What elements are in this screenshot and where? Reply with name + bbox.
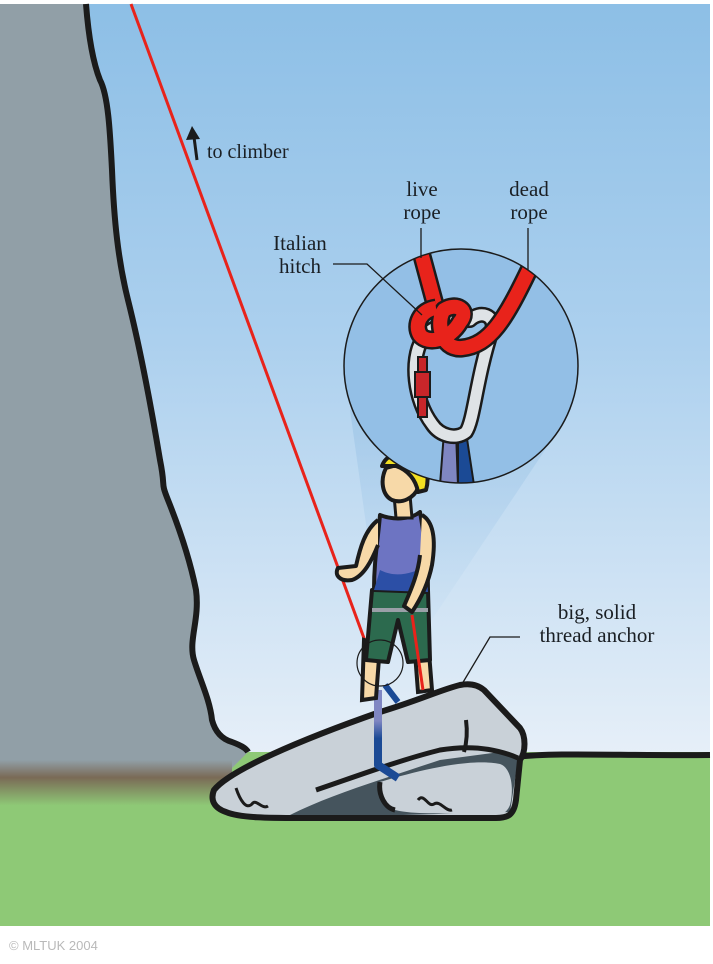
soil-band bbox=[0, 760, 232, 830]
italian-hitch-leader bbox=[333, 263, 423, 316]
copyright-notice: © MLTUK 2004 bbox=[9, 938, 98, 953]
magnifier-lens bbox=[343, 248, 579, 484]
italian-hitch-label-line1: Italian bbox=[273, 231, 327, 255]
anchor-sling bbox=[374, 690, 401, 782]
live-rope-label: live rope bbox=[396, 178, 448, 224]
anchor-sling-dark bbox=[382, 683, 401, 704]
to-climber-label: to climber bbox=[207, 141, 289, 163]
anchor-leader bbox=[461, 636, 520, 685]
dead-rope-hanging bbox=[410, 614, 425, 691]
italian-hitch-label: Italian hitch bbox=[262, 232, 338, 278]
italian-hitch-label-line2: hitch bbox=[279, 254, 321, 278]
live-rope-to-climber bbox=[129, 3, 374, 661]
horizon-line bbox=[514, 751, 711, 760]
thread-anchor-label-line1: big, solid bbox=[557, 600, 637, 624]
dead-rope-label-line2: rope bbox=[510, 200, 548, 224]
up-arrow-icon bbox=[186, 126, 200, 161]
cliff bbox=[0, 4, 248, 770]
dead-rope-label-line1: dead bbox=[509, 177, 549, 201]
thread-anchor-label-line2: thread anchor bbox=[539, 623, 655, 647]
belay-device-highlight bbox=[356, 639, 404, 687]
thread-anchor-label: big, solid thread anchor bbox=[522, 601, 672, 647]
live-rope-label-line1: live bbox=[406, 177, 438, 201]
cliff-outline bbox=[83, 3, 251, 754]
thread-anchor-rock bbox=[209, 681, 528, 821]
dead-rope-label: dead rope bbox=[500, 178, 558, 224]
live-rope-label-line2: rope bbox=[403, 200, 441, 224]
